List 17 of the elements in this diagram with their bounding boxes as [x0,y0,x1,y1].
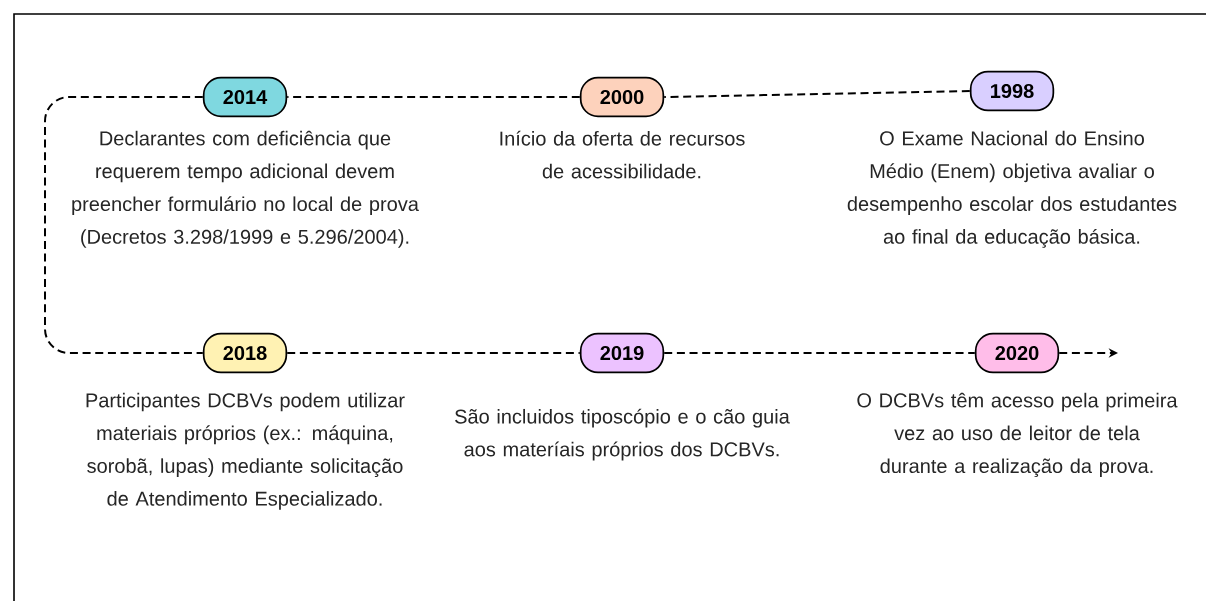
year-pill: 2000 [579,76,665,118]
event-description: O Exame Nacional do Ensino Médio (Enem) objetiva avaliar o desempenho escolar dos estudantes ao final da educação básica. [847,130,1177,248]
year-pill: 2014 [202,76,288,118]
year-pill: 2018 [202,332,288,374]
event-description: Participantes DCBVs podem utilizar materiais próprios (ex.: máquina, sorobã, lupas) mediante solicitação de Atendimento Especializado. [86,392,405,510]
year-pill: 1998 [969,70,1055,112]
event-description: São incluidos tiposcópio e o cão guia aos materíais próprios dos DCBVs. [455,408,790,461]
event-description: O DCBVs têm acesso pela primeira vez ao uso de leitor de tela durante a realização da prova. [857,392,1178,478]
timeline-connector [663,352,976,354]
year-pill: 2019 [579,332,665,374]
timeline-connector [286,96,581,98]
year-pill: 2020 [974,332,1060,374]
timeline-connector [663,90,971,98]
timeline-connector [44,96,204,354]
timeline-connector [286,352,581,354]
event-description: Início da oferta de recursos de acessibilidade. [500,130,745,179]
event-description: Declarantes com deficiência que requerem tempo adicional devem preencher formulário no local de prova (Decretos 3.298/1999 e 5.296/2004). [72,130,419,248]
